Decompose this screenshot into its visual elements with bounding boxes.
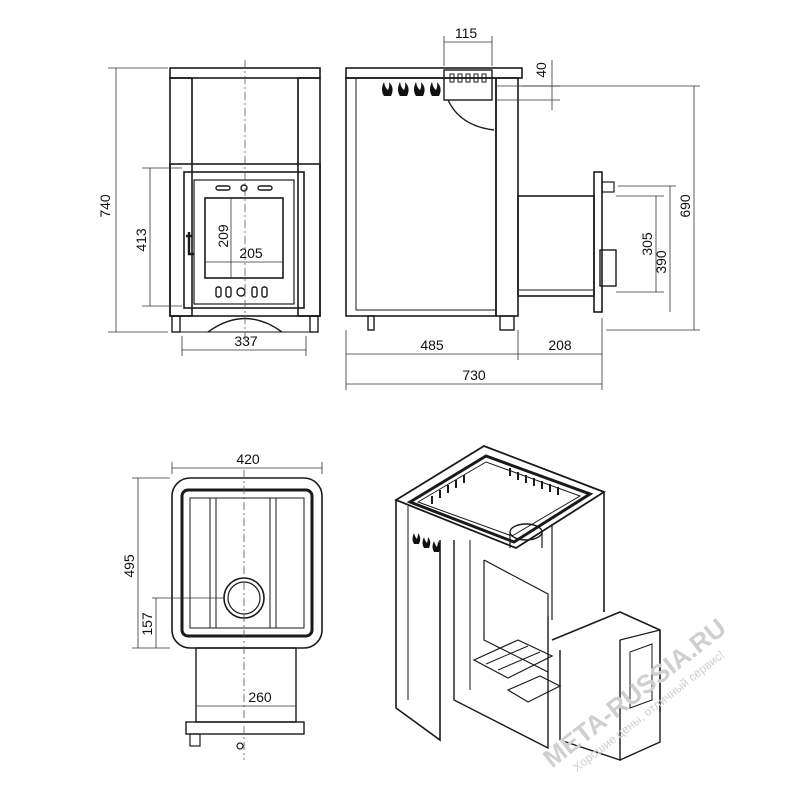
dim-front-height: 740 <box>97 194 113 218</box>
dim-glass-height: 209 <box>215 224 231 248</box>
dim-glass-width: 205 <box>239 245 263 261</box>
dim-tunnel-depth: 208 <box>548 337 572 353</box>
dim-tunnel-opening: 305 <box>639 232 655 256</box>
side-view <box>345 36 700 390</box>
plan-view <box>132 462 323 760</box>
dim-total-depth: 730 <box>462 367 486 383</box>
dim-front-base-width: 337 <box>234 333 258 349</box>
dim-pipe-offset: 157 <box>139 612 155 636</box>
dim-plan-width: 420 <box>236 451 260 467</box>
door-top-vents <box>215 184 273 192</box>
isometric-cutaway-view <box>394 445 661 761</box>
dim-pipe-width: 115 <box>455 25 478 41</box>
iso-flame-icons <box>412 533 441 552</box>
watermark: META-RUSSIA.RU Хорошие цены, отличный се… <box>537 612 732 774</box>
dim-door-height: 413 <box>133 228 149 252</box>
front-view <box>108 60 321 356</box>
iso-vent-slots <box>431 468 559 504</box>
dim-side-height: 690 <box>677 194 693 218</box>
dim-pipe-height: 40 <box>533 62 549 78</box>
door-handle <box>186 232 194 256</box>
dim-tunnel-width: 260 <box>248 689 272 705</box>
door-bottom-vents <box>215 286 268 298</box>
dim-plan-depth: 495 <box>121 554 137 578</box>
dim-body-depth: 485 <box>420 337 444 353</box>
pipe-slots <box>449 73 487 83</box>
flame-icons <box>382 82 441 96</box>
dim-tunnel-height: 390 <box>653 250 669 274</box>
